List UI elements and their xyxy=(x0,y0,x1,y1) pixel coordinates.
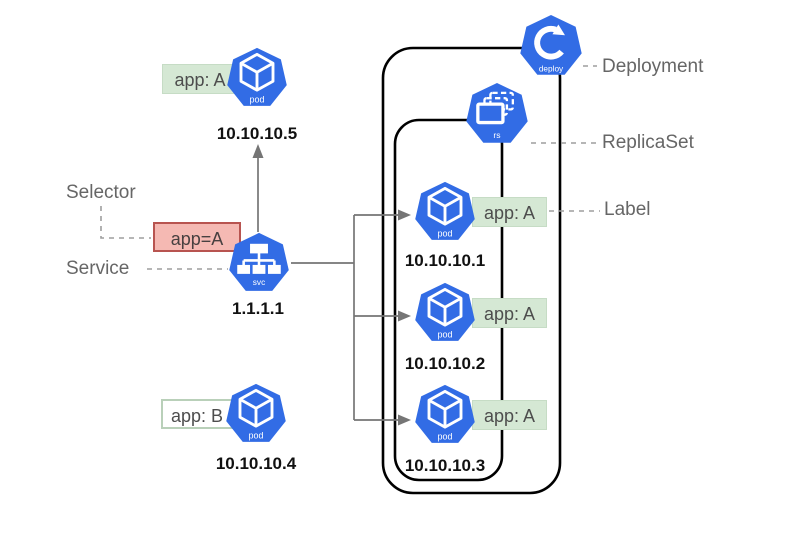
service-to-pod5-arrow xyxy=(252,144,264,232)
service-annotation: Service xyxy=(66,258,130,279)
deployment-boundary xyxy=(381,46,562,495)
deployment-icon: deploy xyxy=(520,14,582,75)
svg-text:svc: svc xyxy=(253,277,265,287)
service-to-replicas-connector xyxy=(291,209,411,426)
pod-label-chip: app: A xyxy=(472,298,547,328)
pod-label-chip: app: A xyxy=(472,197,547,227)
pod-icon: pod xyxy=(415,384,475,443)
selector-value-badge: app=A xyxy=(153,222,241,252)
svg-text:pod: pod xyxy=(250,94,265,104)
deployment-annotation: Deployment xyxy=(602,56,704,77)
service-icon: svc xyxy=(229,232,289,291)
replicaset-annotation: ReplicaSet xyxy=(602,132,694,153)
pod-ip: 10.10.10.5 xyxy=(216,124,298,143)
service-ip: 1.1.1.1 xyxy=(232,299,284,318)
annotation-leader-lines xyxy=(100,65,600,270)
label-annotation: Label xyxy=(604,199,651,220)
selector-leader xyxy=(100,206,151,239)
svg-text:pod: pod xyxy=(438,431,453,441)
pod-icon: pod xyxy=(415,181,475,240)
pod-icon: pod xyxy=(415,282,475,341)
svg-text:rs: rs xyxy=(493,130,500,140)
pod-icon: pod xyxy=(226,383,286,442)
pod-icon: pod xyxy=(227,47,287,106)
svg-text:deploy: deploy xyxy=(539,65,564,74)
pod-ip: 10.10.10.4 xyxy=(215,454,297,473)
pod-label-chip: app: A xyxy=(472,400,547,430)
replicaset-icon: rs xyxy=(466,82,528,143)
svg-text:pod: pod xyxy=(249,430,264,440)
pod-ip: 10.10.10.2 xyxy=(404,354,486,373)
pod-label-chip: app: B xyxy=(161,399,233,429)
selector-annotation: Selector xyxy=(66,182,136,203)
svg-text:pod: pod xyxy=(438,228,453,238)
svg-text:pod: pod xyxy=(438,329,453,339)
pod-ip: 10.10.10.3 xyxy=(404,456,486,475)
pod-ip: 10.10.10.1 xyxy=(404,251,486,270)
pod-label-chip: app: A xyxy=(162,64,238,94)
